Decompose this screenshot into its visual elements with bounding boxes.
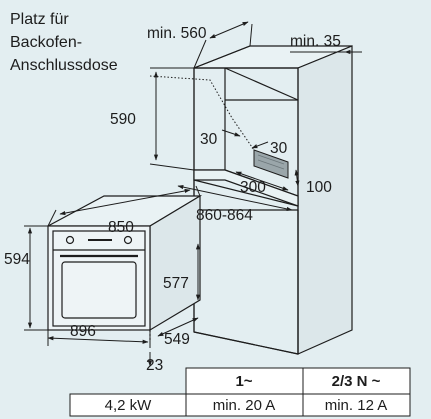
dim-oven-depth: 577 bbox=[163, 275, 189, 292]
table-cell-multi-phase: min. 12 A bbox=[325, 397, 388, 414]
dim-front-thickness: 23 bbox=[146, 357, 163, 374]
annotation-line-3: Anschlussdose bbox=[10, 57, 118, 74]
dim-side-gap: min. 35 bbox=[290, 33, 341, 50]
table-header-multi-phase: 2/3 N ~ bbox=[332, 373, 381, 390]
oven bbox=[47, 194, 203, 340]
dim-front-width: 896 bbox=[70, 323, 96, 340]
annotation-line-1: Platz für bbox=[10, 11, 69, 28]
dim-oven-height: 594 bbox=[4, 251, 30, 268]
cabinet-dimension-lines bbox=[149, 21, 362, 211]
dim-cutout-height: 100 bbox=[306, 179, 332, 196]
table-header-single-phase: 1~ bbox=[235, 373, 252, 390]
table-cell-single-phase: min. 20 A bbox=[213, 397, 276, 414]
table-cell-power: 4,2 kW bbox=[105, 397, 153, 414]
annotation-line-2: Backofen- bbox=[10, 34, 82, 51]
oven-dimension-lines bbox=[24, 185, 201, 367]
dim-body-depth: 549 bbox=[164, 331, 190, 348]
electrical-table: 1~ 2/3 N ~ 4,2 kW min. 20 A min. 12 A bbox=[69, 367, 411, 417]
dim-niche-height: 590 bbox=[110, 111, 136, 128]
dim-oven-width: 850 bbox=[108, 219, 134, 236]
dim-cutout-left: 30 bbox=[200, 131, 218, 148]
cabinet bbox=[193, 45, 353, 355]
dim-niche-width: 860-864 bbox=[196, 207, 253, 224]
dim-cutout-right: 30 bbox=[270, 140, 288, 157]
dim-cabinet-depth: min. 560 bbox=[147, 25, 207, 42]
dim-cutout-width: 300 bbox=[240, 179, 266, 196]
annotation-leader bbox=[149, 75, 255, 151]
